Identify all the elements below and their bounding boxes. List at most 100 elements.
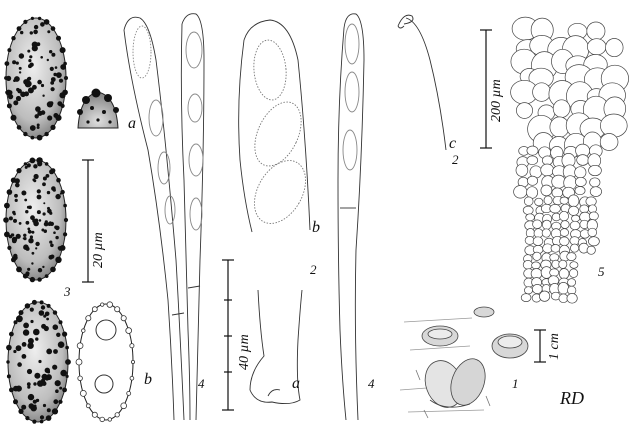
excipulum-cell: [552, 99, 571, 118]
habit-sketch: [399, 306, 529, 419]
spore-wart: [14, 76, 20, 82]
excipulum-cell: [588, 211, 599, 221]
label-a2: a: [292, 375, 300, 392]
excipulum-cell: [513, 185, 528, 199]
spore-wart: [17, 362, 22, 367]
spore-wart: [13, 100, 19, 106]
spore-wart: [42, 212, 46, 216]
spore-wart: [62, 89, 68, 96]
excipulum-cell: [571, 214, 581, 223]
excipulum-cell: [567, 194, 580, 208]
spore-wart: [58, 399, 63, 404]
spore-wart: [56, 177, 61, 183]
excipulum-cell: [532, 236, 544, 246]
spore-wart: [22, 273, 28, 279]
spore-wart: [18, 53, 25, 59]
spore-wart: [108, 120, 112, 124]
spore-wart: [29, 157, 36, 164]
spore-wart: [63, 232, 68, 237]
scale-bar-200um: [480, 29, 492, 149]
spore-wart: [31, 262, 34, 265]
spore-wart: [30, 16, 34, 20]
spore-wart: [52, 310, 58, 315]
spore-wart: [62, 331, 68, 337]
spore-bottom: [6, 299, 71, 424]
spore-wart: [36, 126, 40, 129]
spore-wart: [91, 88, 101, 98]
excipulum-cell: [586, 38, 607, 56]
label-fig-4-right: 4: [368, 376, 375, 391]
spore-wart: [34, 372, 41, 379]
spore-wart: [45, 415, 52, 421]
spore-wart: [106, 301, 113, 308]
excipulum-cell: [549, 204, 561, 214]
spore-wart: [14, 193, 18, 198]
spore-wart: [42, 182, 46, 187]
spore-wart: [38, 219, 42, 222]
spore-wart: [4, 61, 10, 66]
excipulum-cell: [540, 184, 553, 197]
spore-wart: [49, 66, 54, 71]
spore-wart: [126, 390, 132, 396]
spore-wart: [55, 193, 61, 200]
spore-wart: [35, 337, 39, 341]
spore-wart: [27, 229, 32, 234]
spore-wart: [47, 222, 52, 226]
spore-wart: [22, 329, 30, 336]
spore-wart: [51, 186, 56, 191]
excipulum-cell: [532, 251, 542, 261]
spore-wart: [30, 135, 35, 140]
spore-wart: [51, 52, 56, 57]
scale-label-20um: 20 µm: [91, 232, 106, 268]
spore-wart: [43, 202, 46, 205]
spore-wart: [50, 243, 54, 248]
spore-wart: [102, 110, 106, 114]
spore-wart: [130, 359, 135, 364]
spore-wart: [57, 73, 61, 77]
excipulum-cell: [589, 177, 601, 188]
scale-bar-40um: [222, 259, 234, 411]
spore-wart: [50, 81, 55, 85]
spore-wart: [36, 194, 42, 200]
ascus-middle: [180, 13, 205, 421]
excipulum-cell: [576, 154, 590, 166]
spore-wart: [48, 254, 54, 260]
spore-wart: [5, 90, 9, 95]
excipulum-cell: [541, 155, 554, 166]
spore-wart: [6, 360, 10, 364]
spore-wart: [27, 87, 34, 94]
spore-wart: [10, 114, 17, 121]
spore-wart: [35, 241, 40, 247]
spore-wart: [40, 56, 43, 59]
spore-wart: [50, 77, 56, 82]
spore-wart: [24, 303, 31, 309]
spore-wart: [120, 315, 127, 322]
spore-wart: [53, 349, 58, 354]
spore-wart: [44, 131, 49, 137]
spore-top: [4, 16, 68, 141]
label-c: c: [449, 135, 456, 152]
spore-wart: [59, 245, 66, 251]
spore-wart: [49, 101, 54, 106]
spore-wart: [23, 244, 29, 250]
spore-wart: [50, 87, 55, 92]
spore-wart: [3, 217, 9, 223]
excipulum-cell: [574, 176, 587, 187]
spore-wart: [60, 189, 65, 195]
spore-wart: [13, 212, 16, 216]
label-fig-1: 1: [512, 376, 519, 391]
spore-wart: [86, 120, 90, 124]
spore-wart: [18, 71, 22, 74]
spore-wart: [39, 300, 44, 305]
spore-wart: [79, 389, 87, 397]
spore-wart: [13, 349, 17, 354]
spore-wart: [20, 30, 24, 35]
spore-wart: [13, 399, 18, 405]
spore-wart: [43, 230, 46, 233]
spore-wart: [12, 60, 17, 65]
spore-wart: [29, 276, 36, 283]
spore-wart: [55, 114, 62, 121]
spore-wart: [56, 332, 61, 337]
spore-wart: [6, 103, 12, 109]
